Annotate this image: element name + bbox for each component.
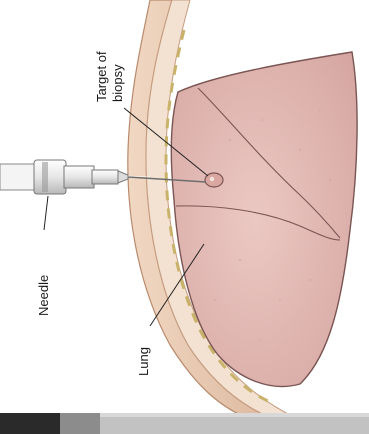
label-lung: Lung (136, 347, 151, 376)
label-target-line2: biopsy (110, 64, 125, 102)
biopsy-target (205, 173, 223, 187)
needle-leader-line (44, 196, 48, 230)
label-target-line1: Target of (94, 51, 109, 102)
label-needle: Needle (36, 275, 51, 316)
biopsy-target-highlight (210, 177, 214, 181)
bottom-strip-graphic (0, 413, 369, 434)
bottom-photo-strip (0, 413, 369, 434)
